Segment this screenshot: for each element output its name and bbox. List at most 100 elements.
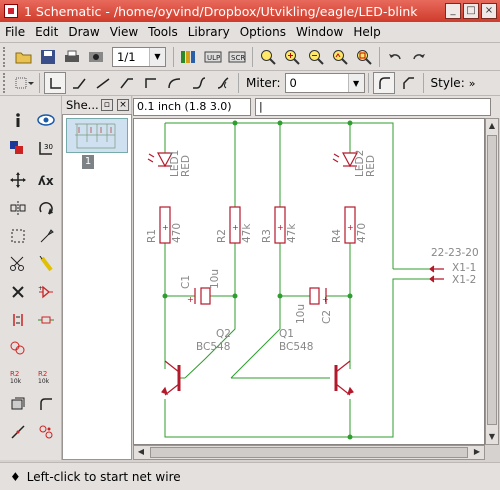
r4-name: R4	[331, 229, 343, 243]
wire-arc-icon[interactable]	[164, 72, 186, 94]
zoom-fit-icon[interactable]	[257, 46, 279, 68]
command-line-input[interactable]: |	[255, 98, 491, 116]
minimize-button[interactable]: _	[445, 3, 461, 19]
script-icon[interactable]: SCR	[226, 46, 248, 68]
wire-freeform-icon[interactable]	[212, 72, 234, 94]
library-icon[interactable]	[178, 46, 200, 68]
menu-library[interactable]: Library	[187, 25, 230, 39]
layer-select-icon[interactable]	[13, 72, 35, 94]
float-panel-button[interactable]: ▫	[100, 99, 113, 111]
more-tools-icon[interactable]: »	[468, 76, 476, 90]
maximize-button[interactable]: □	[463, 3, 479, 19]
invoke-icon[interactable]	[34, 420, 58, 444]
coordinate-display: 0.1 inch (1.8 3.0)	[133, 98, 251, 116]
menu-options[interactable]: Options	[239, 25, 287, 39]
zoom-out-icon[interactable]	[305, 46, 327, 68]
svg-text:+: +	[322, 295, 329, 304]
ulp-icon[interactable]: ULP	[202, 46, 224, 68]
copy-icon[interactable]: ʎx	[34, 168, 58, 192]
change-icon[interactable]	[34, 224, 58, 248]
menu-help[interactable]: Help	[353, 25, 381, 39]
miter-select[interactable]: 0 ▼	[284, 73, 365, 93]
connector-value: 22-23-20	[431, 247, 479, 259]
menu-window[interactable]: Window	[296, 25, 344, 39]
show-eye-icon[interactable]	[34, 108, 58, 132]
wire-bend-90-icon[interactable]	[44, 72, 66, 94]
info-icon[interactable]	[6, 108, 30, 132]
miter-round-icon[interactable]	[372, 72, 395, 94]
cut-icon[interactable]	[6, 252, 30, 276]
svg-text:10k: 10k	[10, 378, 22, 384]
zoom-select-icon[interactable]	[353, 46, 375, 68]
vertical-scroll-thumb[interactable]	[487, 135, 497, 425]
menu-file[interactable]: File	[5, 25, 26, 39]
wire-straight-icon[interactable]	[92, 72, 114, 94]
cam-icon[interactable]	[85, 46, 107, 68]
display-layers-icon[interactable]	[6, 136, 30, 160]
wire-curve-icon[interactable]	[188, 72, 210, 94]
divider	[367, 73, 369, 93]
paste-icon[interactable]	[34, 252, 58, 276]
menu-view[interactable]: View	[109, 25, 139, 39]
status-bar: ♦ Left-click to start net wire	[0, 462, 500, 490]
menu-tools[interactable]: Tools	[148, 25, 178, 39]
vertical-scrollbar[interactable]: ▲ ▼	[485, 118, 499, 445]
divider	[422, 73, 424, 93]
open-icon[interactable]	[13, 46, 35, 68]
delete-icon[interactable]	[6, 280, 30, 304]
sheet-select[interactable]: 1/1 ▼	[112, 46, 166, 67]
mark-icon[interactable]: 30	[34, 136, 58, 160]
horizontal-scroll-thumb[interactable]	[150, 447, 468, 458]
redraw-icon[interactable]	[329, 46, 351, 68]
menu-edit[interactable]: Edit	[35, 25, 59, 39]
svg-text:+: +	[38, 285, 43, 292]
toolbar-grip	[3, 73, 9, 93]
group-icon[interactable]	[6, 224, 30, 248]
c1-value: 10u	[209, 269, 221, 289]
mirror-icon[interactable]	[6, 196, 30, 220]
close-button[interactable]: ×	[481, 3, 497, 19]
main-toolbar: 1/1 ▼ ULP SCR	[0, 43, 500, 71]
scroll-left-icon[interactable]: ◀	[137, 447, 145, 456]
rotate-icon[interactable]	[34, 196, 58, 220]
scroll-right-icon[interactable]: ▶	[473, 447, 481, 456]
scroll-up-icon[interactable]: ▲	[488, 121, 496, 130]
c1-name: C1	[180, 275, 192, 289]
junctions	[162, 120, 353, 440]
zoom-in-icon[interactable]	[281, 46, 303, 68]
led1-value: RED	[180, 155, 192, 177]
pinswap-icon[interactable]	[6, 308, 30, 332]
close-panel-icon[interactable]: ×	[116, 99, 129, 111]
move-icon[interactable]	[6, 168, 30, 192]
gateswap-icon[interactable]	[6, 336, 30, 360]
r2-name: R2	[216, 229, 228, 243]
redo-icon[interactable]	[408, 46, 430, 68]
menu-bar: File Edit Draw View Tools Library Option…	[0, 22, 500, 43]
split-icon[interactable]	[6, 420, 30, 444]
scroll-down-icon[interactable]: ▼	[488, 432, 496, 441]
sheet-thumbnail[interactable]	[66, 118, 128, 153]
add-part-icon[interactable]: +	[34, 280, 58, 304]
led2-name: LED2	[354, 150, 366, 177]
smash-icon[interactable]	[6, 392, 30, 416]
horizontal-scrollbar[interactable]: ◀ ▶	[133, 445, 485, 460]
replace-icon[interactable]	[34, 308, 58, 332]
svg-text:ULP: ULP	[207, 54, 220, 62]
wire-bend-45b-icon[interactable]	[116, 72, 138, 94]
window-titlebar: 1 Schematic - /home/oyvind/Dropbox/Utvik…	[0, 0, 500, 22]
schematic-drawing[interactable]: LED1 RED LED2 RED R1 470 R2 47k R3 47k R…	[134, 119, 485, 445]
print-icon[interactable]	[61, 46, 83, 68]
save-icon[interactable]	[37, 46, 59, 68]
undo-icon[interactable]	[384, 46, 406, 68]
wire-bend-45-icon[interactable]	[68, 72, 90, 94]
schematic-canvas[interactable]: LED1 RED LED2 RED R1 470 R2 47k R3 47k R…	[133, 118, 485, 445]
miter-tool-icon[interactable]	[34, 392, 58, 416]
miter-straight-icon[interactable]	[397, 72, 419, 94]
wire-bend-90b-icon[interactable]	[140, 72, 162, 94]
menu-draw[interactable]: Draw	[68, 25, 100, 39]
q1-value: BC548	[279, 341, 313, 353]
window-title: 1 Schematic - /home/oyvind/Dropbox/Utvik…	[24, 3, 418, 19]
sheet-number: 1	[82, 155, 94, 169]
